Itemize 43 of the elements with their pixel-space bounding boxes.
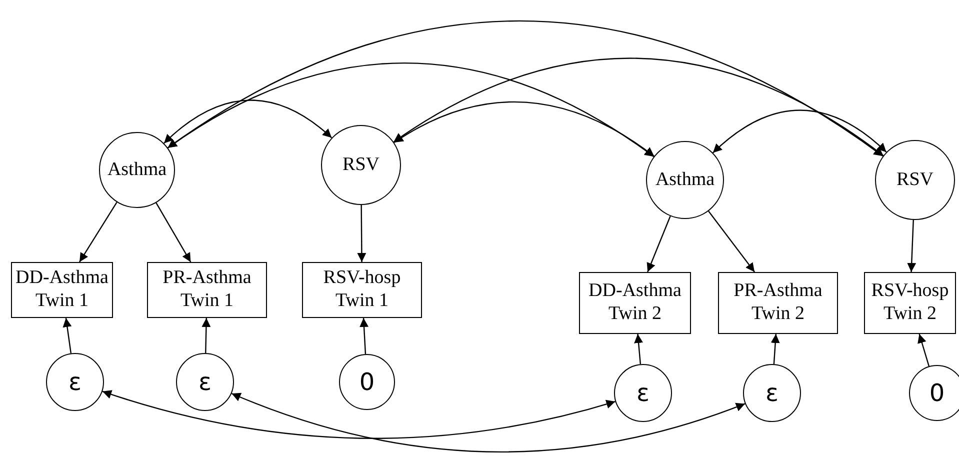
node-label: Asthma bbox=[107, 158, 167, 182]
node-label: RSV-hosp Twin 1 bbox=[322, 267, 402, 313]
arrow bbox=[62, 318, 72, 354]
indicator-box bbox=[579, 272, 691, 334]
symbol-label: ε bbox=[198, 368, 212, 396]
latent-circle bbox=[99, 132, 175, 208]
symbol-label: ε bbox=[766, 378, 778, 408]
symbol-label: ε bbox=[68, 368, 82, 396]
indicator-box bbox=[147, 262, 267, 318]
arrow bbox=[646, 216, 671, 272]
curved-arrow bbox=[231, 392, 746, 452]
indicator-box bbox=[864, 272, 956, 334]
curved-arrow bbox=[167, 20, 884, 157]
node-label: DD-Asthma Twin 2 bbox=[588, 280, 682, 326]
arrow bbox=[360, 318, 368, 354]
arrow bbox=[357, 205, 366, 262]
error-circle bbox=[909, 365, 959, 421]
symbol-label: ε bbox=[636, 378, 650, 408]
symbol-label: 0 bbox=[929, 378, 945, 408]
curved-arrow bbox=[393, 58, 884, 156]
arrow bbox=[918, 334, 930, 366]
arrow bbox=[202, 318, 211, 354]
curved-arrow bbox=[712, 110, 887, 154]
curved-arrow bbox=[164, 100, 332, 144]
arrow bbox=[156, 202, 192, 262]
arrow bbox=[770, 334, 780, 364]
arrow bbox=[708, 210, 756, 272]
indicator-box bbox=[718, 272, 838, 334]
arrow bbox=[634, 334, 644, 364]
node-label: RSV bbox=[896, 168, 934, 192]
curved-arrow bbox=[102, 390, 616, 439]
curved-arrow bbox=[394, 102, 654, 157]
node-label: PR-Asthma Twin 1 bbox=[162, 267, 252, 313]
symbol-label: 0 bbox=[359, 368, 375, 396]
arrow bbox=[907, 220, 916, 272]
node-label: PR-Asthma Twin 2 bbox=[732, 280, 824, 326]
indicator-box bbox=[302, 262, 422, 318]
arrow bbox=[79, 202, 118, 262]
latent-circle bbox=[646, 141, 724, 219]
node-label: Asthma bbox=[655, 168, 715, 192]
node-label: RSV bbox=[342, 154, 380, 176]
node-label: DD-Asthma Twin 1 bbox=[14, 267, 110, 313]
node-label: RSV-hosp Twin 2 bbox=[870, 280, 950, 326]
